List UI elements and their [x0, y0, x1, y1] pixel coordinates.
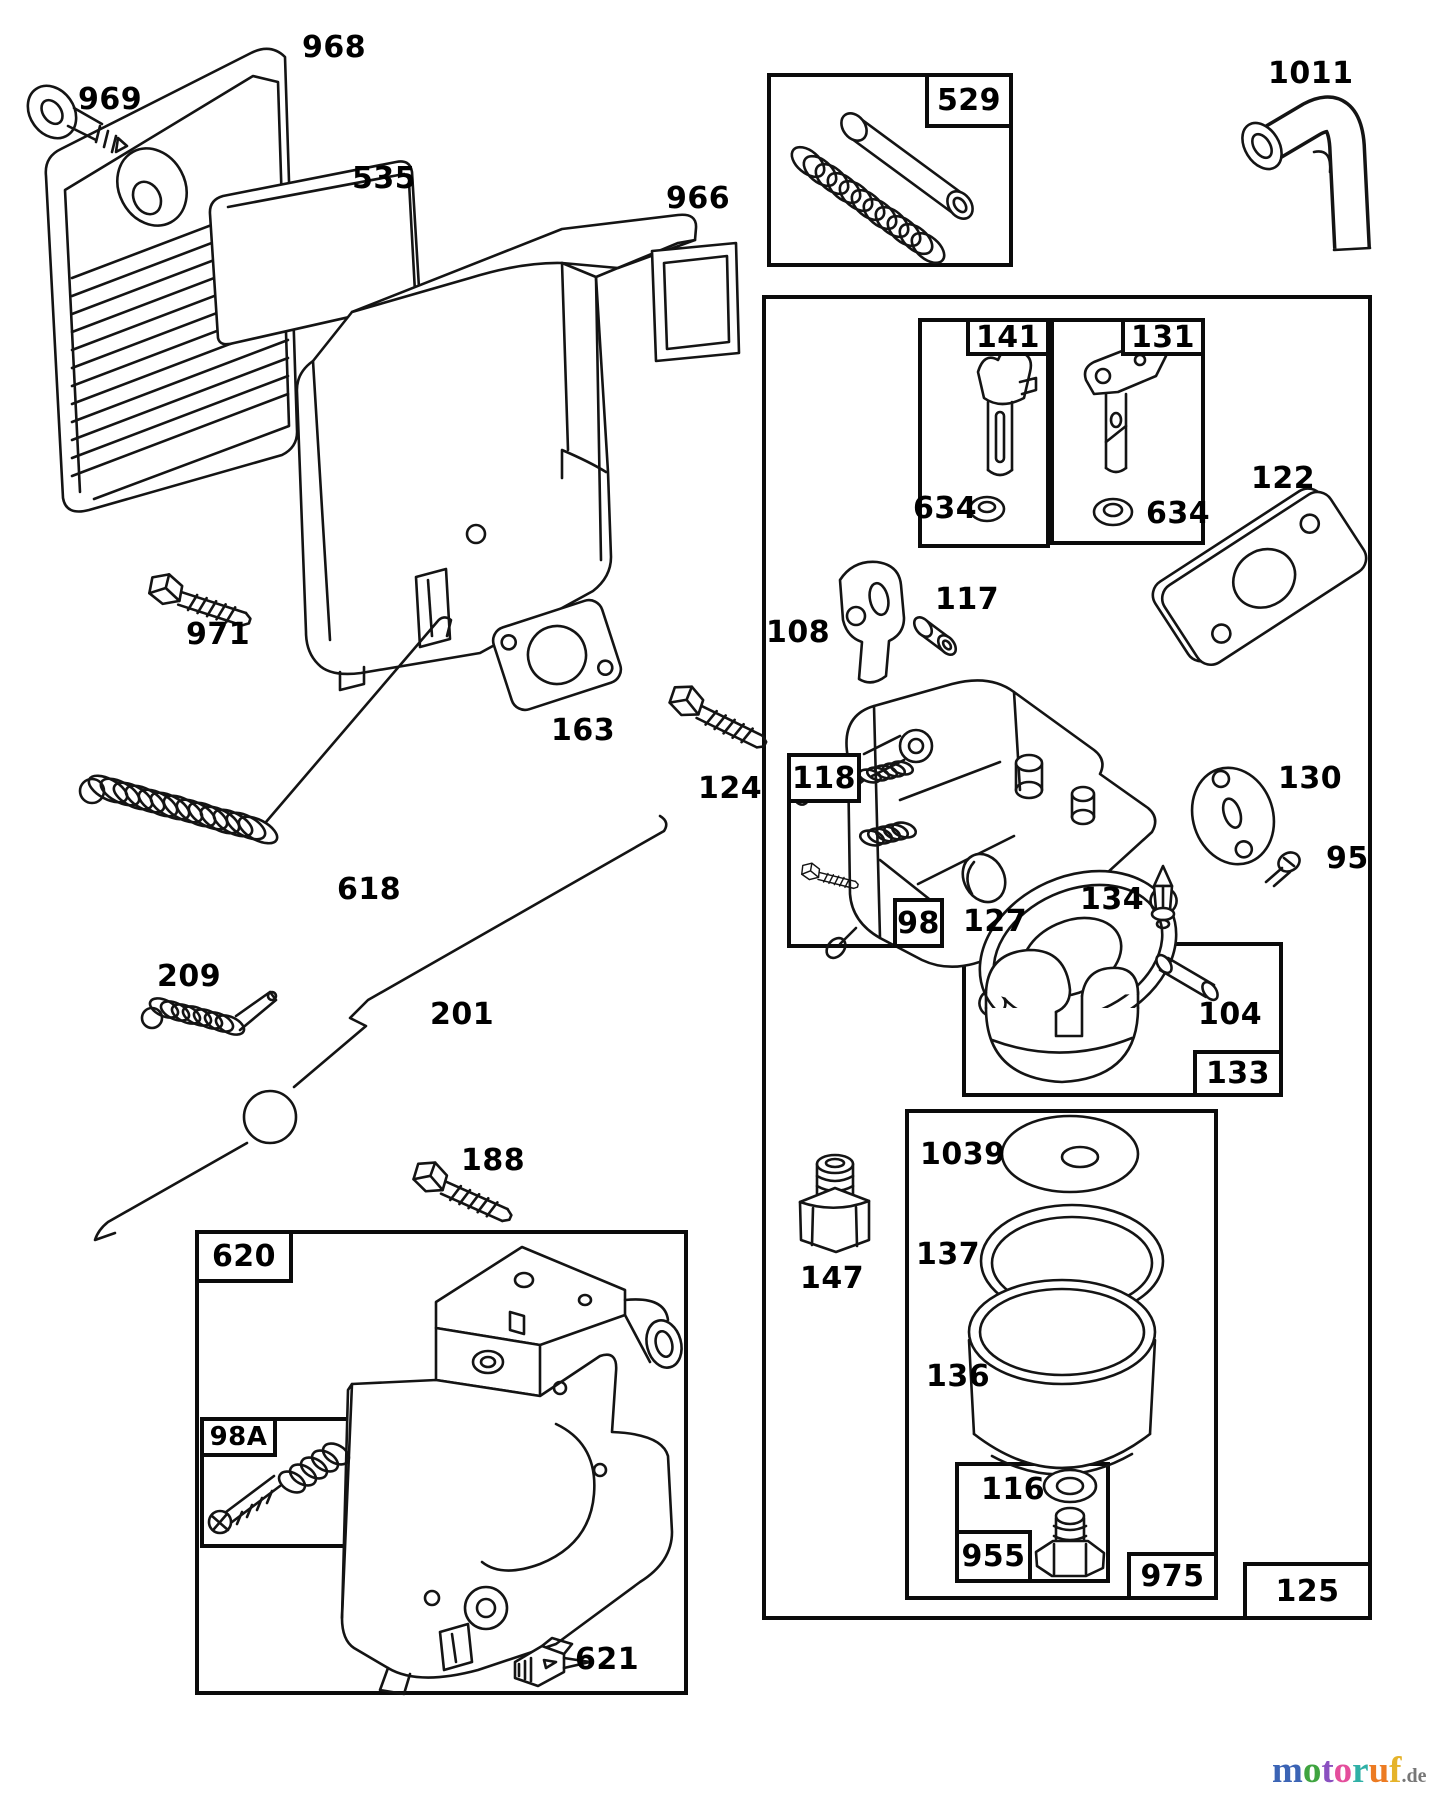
watermark-letter: f	[1389, 1750, 1402, 1791]
part-label-1011: 1011	[1268, 56, 1354, 91]
art-float-needle-134	[1150, 864, 1176, 930]
art-breather-hose-1011	[1241, 95, 1372, 252]
part-label-966: 966	[666, 181, 731, 216]
callout-label-98: 98	[893, 898, 944, 948]
callout-label-133-text: 133	[1205, 1056, 1271, 1091]
art-bolt-124	[663, 678, 775, 755]
watermark-suffix: .de	[1401, 1765, 1427, 1787]
part-label-130: 130	[1278, 761, 1343, 796]
part-label-969: 969	[78, 82, 143, 117]
watermark-letter: r	[1352, 1750, 1369, 1791]
callout-label-118-text: 118	[791, 760, 857, 796]
part-label-108: 108	[766, 615, 831, 650]
art-blower-cover-966	[295, 213, 741, 692]
part-label-124: 124	[698, 771, 763, 806]
art-choke-plate-108	[838, 560, 906, 684]
art-choke-shaft-141	[976, 348, 1038, 477]
art-casing-clamp-621	[513, 1636, 592, 1688]
art-bowl-screw-955	[1034, 1506, 1106, 1578]
callout-box-975	[905, 1109, 1218, 1600]
art-pin-117	[912, 616, 958, 656]
part-label-127: 127	[963, 904, 1028, 939]
callout-label-975: 975	[1127, 1552, 1218, 1600]
callout-label-141-text: 141	[975, 319, 1041, 355]
part-label-147: 147	[800, 1261, 865, 1296]
part-label-137: 137	[916, 1237, 981, 1272]
part-label-1039: 1039	[920, 1137, 1006, 1172]
part-label-134: 134	[1080, 882, 1145, 917]
art-throttle-rod-201	[93, 814, 668, 1242]
callout-box-carburetor-group	[762, 295, 1372, 1620]
callout-label-131: 131	[1121, 318, 1205, 356]
art-screw-95	[1264, 851, 1301, 888]
watermark-letter: u	[1368, 1750, 1390, 1791]
part-label-188: 188	[461, 1143, 526, 1178]
part-label-163: 163	[551, 713, 616, 748]
art-control-bracket-620	[340, 1245, 683, 1696]
callout-label-955: 955	[955, 1530, 1032, 1583]
part-label-117: 117	[935, 582, 1000, 617]
callout-label-529-text: 529	[936, 83, 1002, 118]
part-label-116: 116	[981, 1472, 1046, 1507]
part-label-634-right: 634	[1146, 496, 1211, 531]
part-label-104: 104	[1198, 997, 1263, 1032]
art-gasket-163	[491, 598, 623, 712]
callout-label-98A: 98A	[200, 1417, 277, 1457]
watermark-letter: m	[1272, 1750, 1303, 1791]
art-fuel-inlet-nut-147	[798, 1153, 871, 1254]
callout-label-529: 529	[925, 73, 1013, 128]
callout-label-620-text: 620	[211, 1239, 277, 1274]
callout-label-98-text: 98	[897, 905, 940, 941]
art-float-hinge-pin-104	[1155, 953, 1219, 1002]
part-label-209: 209	[157, 959, 222, 994]
part-label-95: 95	[1326, 841, 1369, 876]
watermark-letter: o	[1333, 1750, 1353, 1791]
callout-label-141: 141	[966, 318, 1050, 356]
part-label-122: 122	[1251, 461, 1316, 496]
part-label-136: 136	[926, 1359, 991, 1394]
part-label-621: 621	[575, 1642, 640, 1677]
motoruf-watermark: motoruf.de	[1272, 1752, 1427, 1789]
callout-box-529	[767, 73, 1013, 267]
part-label-634-left: 634	[913, 491, 978, 526]
callout-label-125: 125	[1243, 1562, 1372, 1620]
art-washer-116	[1042, 1468, 1098, 1504]
art-idle-screw-spring-98A	[207, 1442, 351, 1535]
art-seal-634-left	[968, 495, 1006, 523]
art-float-bowl-136	[967, 1278, 1157, 1476]
art-air-filter-535	[208, 160, 421, 346]
art-friction-disc-130	[1190, 766, 1276, 866]
part-label-968: 968	[302, 30, 367, 65]
part-label-618: 618	[337, 872, 402, 907]
art-float-133	[984, 948, 1140, 1084]
art-welch-plug-127	[961, 852, 1007, 904]
callout-box-620	[195, 1230, 688, 1695]
part-label-971: 971	[186, 617, 251, 652]
art-knob-969	[26, 84, 129, 154]
callout-label-620: 620	[195, 1230, 293, 1283]
art-bowl-gasket-1039	[1000, 1114, 1140, 1194]
art-spacer-122	[1151, 487, 1368, 667]
callout-label-125-text: 125	[1275, 1573, 1340, 1609]
art-air-cleaner-cover-968	[44, 47, 299, 513]
part-label-201: 201	[430, 997, 495, 1032]
part-label-535: 535	[352, 161, 417, 196]
watermark-letter: t	[1321, 1750, 1334, 1791]
art-governor-spring-618	[78, 616, 453, 845]
callout-label-975-text: 975	[1140, 1558, 1205, 1594]
callout-label-133: 133	[1193, 1050, 1283, 1097]
callout-label-118: 118	[787, 753, 861, 803]
callout-label-131-text: 131	[1130, 319, 1196, 355]
watermark-letter: o	[1302, 1750, 1322, 1791]
art-spring-link-209	[140, 990, 278, 1036]
art-seal-634-right	[1092, 497, 1134, 527]
art-pin-spring-529	[790, 112, 974, 265]
callout-label-955-text: 955	[961, 1539, 1026, 1574]
callout-label-98A-text: 98A	[209, 1422, 268, 1452]
